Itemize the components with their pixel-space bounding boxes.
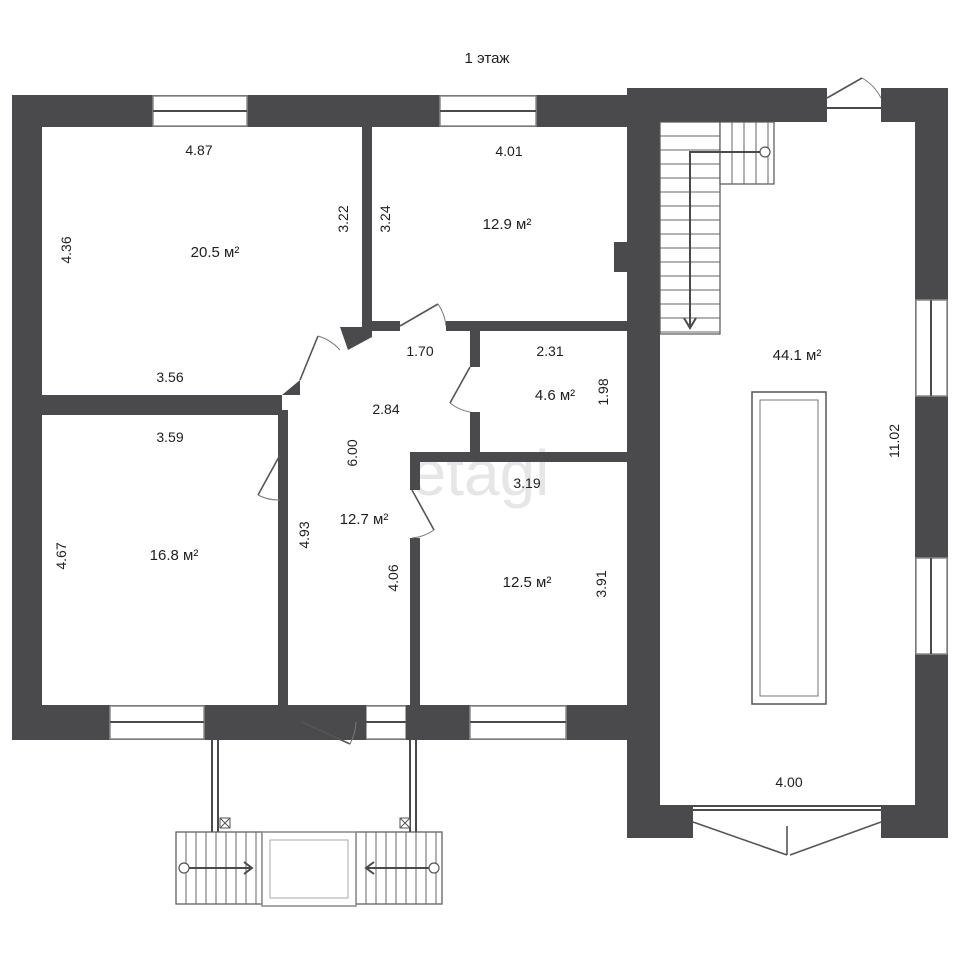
dim-hall-vertical: 6.00: [344, 439, 360, 466]
dim-nw-top: 4.87: [185, 142, 212, 158]
dim-big-right: 11.02: [886, 424, 902, 458]
doors: [257, 77, 882, 856]
area-s: 12.5 м²: [503, 574, 552, 591]
dim-nw-right: 3.22: [335, 205, 351, 232]
dim-hall-top: 1.70: [406, 343, 433, 359]
dim-small-top: 2.31: [536, 343, 563, 359]
dim-nw-bottom: 3.56: [156, 369, 183, 385]
area-small: 4.6 м²: [535, 387, 575, 404]
dim-sw-left: 4.67: [53, 542, 69, 569]
area-sw: 16.8 м²: [150, 547, 199, 564]
dim-big-bottom: 4.00: [775, 774, 802, 790]
area-n: 12.9 м²: [483, 216, 532, 233]
interior-walls: [42, 127, 628, 740]
dim-n-top: 4.01: [495, 143, 522, 159]
room-labels: 4.87 4.36 3.22 3.56 20.5 м² 4.01 3.24 12…: [53, 142, 902, 790]
center-fixture: [751, 391, 827, 705]
dim-s-top: 3.19: [513, 475, 540, 491]
dim-hall-mid: 2.84: [372, 401, 399, 417]
dim-nw-left: 4.36: [58, 236, 74, 263]
area-big: 44.1 м²: [773, 347, 822, 364]
area-nw: 20.5 м²: [191, 244, 240, 261]
floor-title: 1 этаж: [465, 50, 510, 67]
dim-sw-top: 3.59: [156, 429, 183, 445]
windows: [109, 95, 948, 811]
dim-n-left: 3.24: [377, 205, 393, 232]
dim-hall-left: 4.93: [296, 521, 312, 548]
interior-staircase: [659, 121, 775, 335]
dim-hall-right: 4.06: [385, 564, 401, 591]
dim-s-right: 3.91: [593, 570, 609, 597]
area-hall: 12.7 м²: [340, 511, 389, 528]
dim-small-right: 1.98: [595, 378, 611, 405]
entrance-porch: [175, 740, 443, 907]
